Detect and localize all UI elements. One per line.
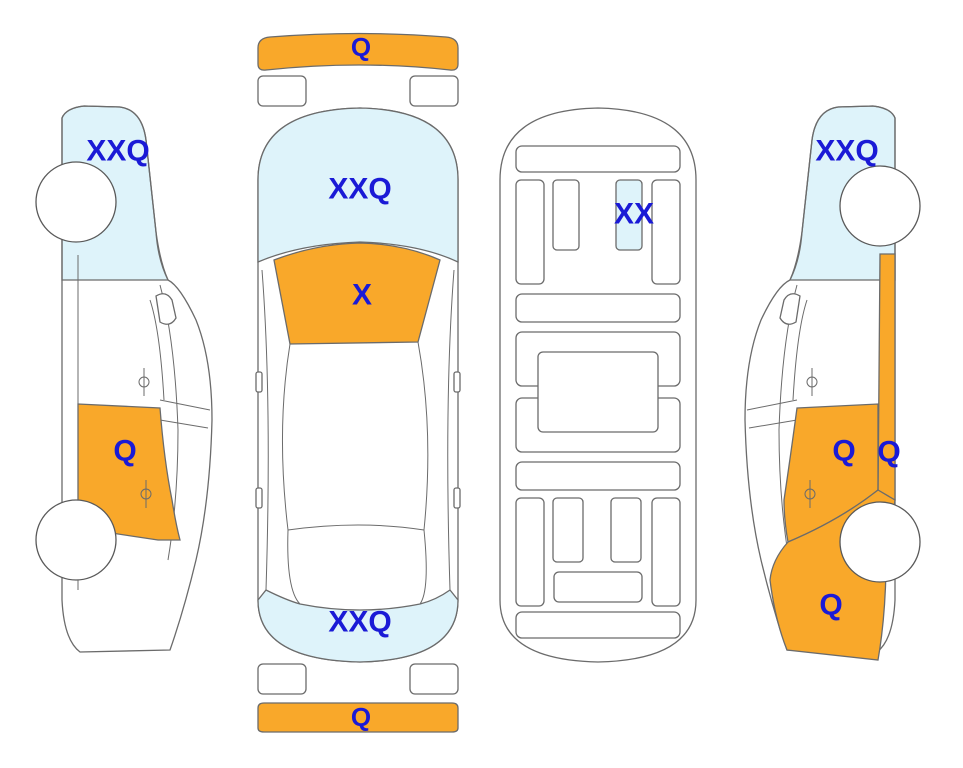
right-front-wheel bbox=[839, 165, 921, 247]
passenger-seat[interactable] bbox=[615, 179, 643, 251]
left-rear-wheel bbox=[35, 499, 117, 581]
side-mirror-icon bbox=[155, 293, 177, 325]
right-rear-door-code: Q bbox=[832, 435, 855, 468]
rear-bumper-panel[interactable] bbox=[257, 702, 459, 733]
side-mirror-icon bbox=[453, 371, 461, 393]
door-handle-icon bbox=[806, 368, 818, 396]
dashboard bbox=[515, 145, 681, 173]
driver-seat bbox=[552, 179, 580, 251]
hood-panel[interactable] bbox=[273, 242, 441, 345]
rear-left-light bbox=[257, 663, 307, 695]
windshield-panel[interactable] bbox=[257, 107, 459, 264]
door-handle-icon bbox=[140, 480, 152, 508]
rear-glass-code: XXQ bbox=[328, 606, 391, 639]
left-rear-door-panel[interactable] bbox=[77, 403, 181, 541]
interior-view: XX bbox=[499, 107, 697, 663]
trunk-area bbox=[515, 611, 681, 639]
rear-glass-panel[interactable] bbox=[257, 589, 459, 663]
right-side-view: XXQ Q Q Q bbox=[744, 105, 921, 661]
front-right-headlight bbox=[409, 75, 459, 107]
hood-code: X bbox=[352, 279, 372, 312]
left-body-outline bbox=[61, 105, 213, 653]
left-side-view: XXQ Q bbox=[35, 105, 213, 653]
interior-outline bbox=[499, 107, 697, 663]
rear-bumper-code: Q bbox=[351, 702, 371, 732]
front-bumper-panel[interactable] bbox=[257, 32, 459, 71]
right-roof-code: XXQ bbox=[815, 135, 878, 168]
side-mirror-icon bbox=[779, 293, 801, 325]
windshield-code: XXQ bbox=[328, 173, 391, 206]
left-roof-code: XXQ bbox=[86, 135, 149, 168]
door-handle-icon bbox=[804, 480, 816, 508]
front-bumper-code: Q bbox=[351, 32, 371, 62]
seat-code: XX bbox=[614, 198, 654, 231]
right-quarter-panel-code: Q bbox=[819, 589, 842, 622]
side-mirror-icon bbox=[255, 371, 263, 393]
left-front-wheel bbox=[35, 161, 117, 243]
door-handle-icon bbox=[138, 368, 150, 396]
left-rear-door-code: Q bbox=[113, 435, 136, 468]
right-rear-wheel bbox=[839, 501, 921, 583]
top-view: Q XXQ X XXQ Q bbox=[255, 32, 461, 733]
right-pillar-code: Q bbox=[877, 436, 900, 469]
front-left-headlight bbox=[257, 75, 307, 107]
rear-right-light bbox=[409, 663, 459, 695]
center-console bbox=[537, 351, 659, 433]
